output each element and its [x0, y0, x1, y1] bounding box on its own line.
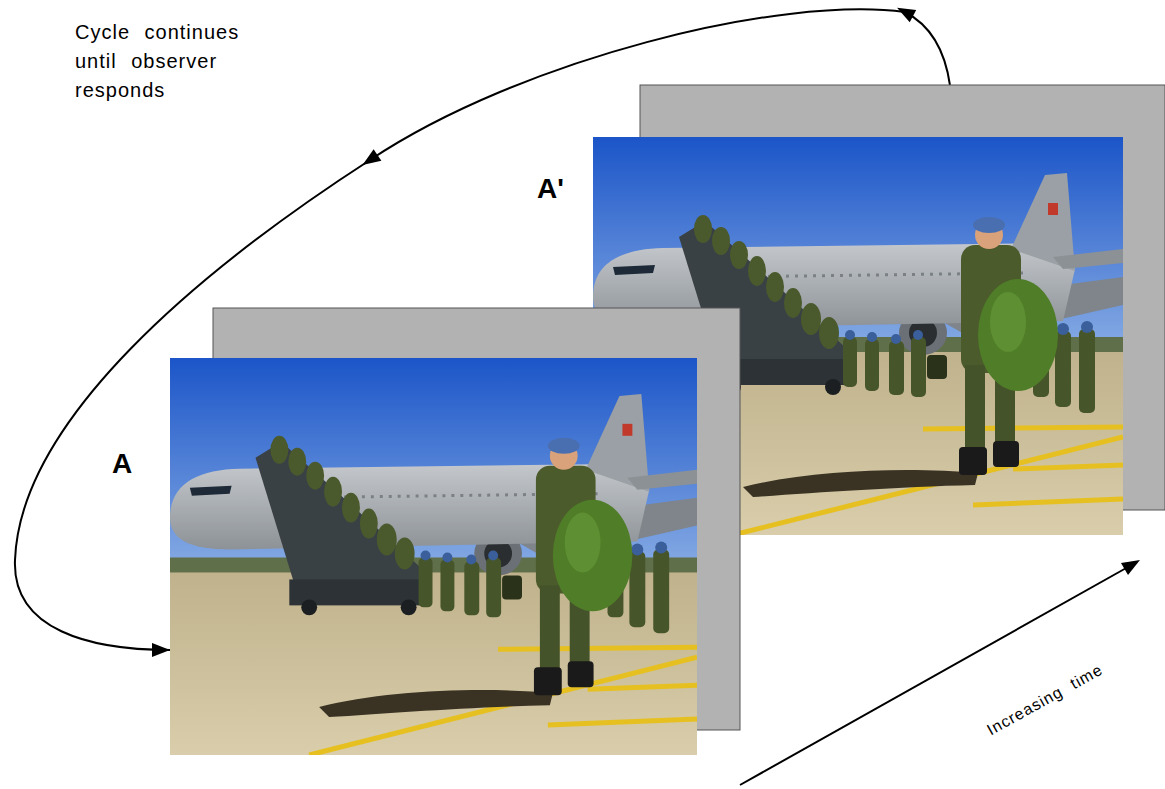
- airfield-photo: [593, 137, 1123, 535]
- cycle-arrowhead: [363, 149, 382, 165]
- time-axis-head: [1121, 560, 1140, 575]
- frame-label: A': [537, 173, 564, 205]
- stimulus-frame: A: [170, 308, 740, 755]
- airfield-photo: [170, 358, 697, 755]
- cycle-arrowhead: [897, 8, 916, 23]
- time-axis: [740, 567, 1128, 785]
- edge-label: Cycle continues until observer responds: [75, 18, 285, 105]
- scene-photo: [170, 308, 740, 755]
- axis-label: Increasing time: [984, 661, 1106, 740]
- frame-label: A: [112, 448, 132, 480]
